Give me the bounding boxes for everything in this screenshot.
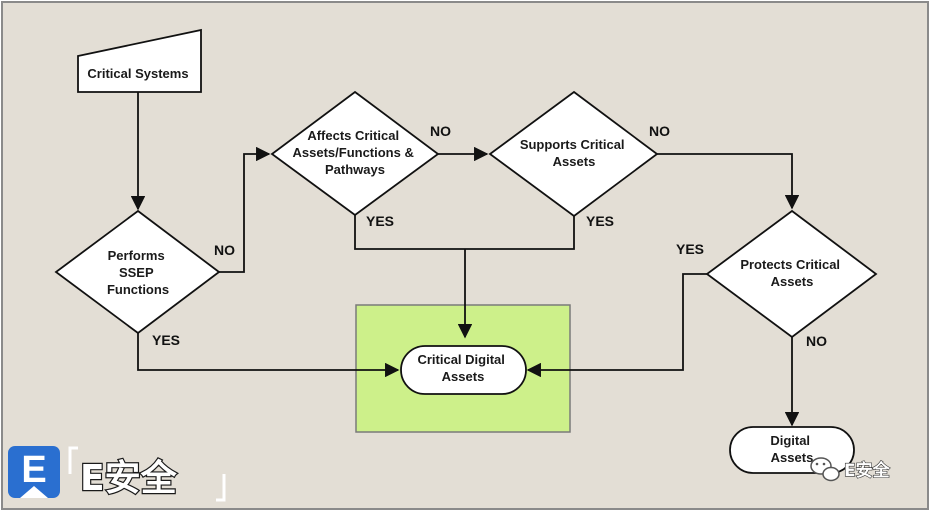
protects-critical-label: Protects Critical Assets [740, 257, 843, 289]
edge-affects-yes [354, 214, 465, 250]
protects-yes-label: YES [676, 241, 704, 257]
affects-critical-label: Affects Critical Assets/Functions & Path… [293, 128, 418, 177]
critical-systems-label: Critical Systems [87, 66, 188, 81]
digital-assets-label: Digital Assets [770, 433, 813, 465]
affects-critical-decision [270, 90, 440, 217]
logo-brand-text: E安全 [80, 457, 178, 499]
logo-bracket-open [68, 446, 78, 474]
edge-performs-yes [137, 333, 400, 378]
connectors [130, 92, 800, 427]
edge-supports-yes [465, 215, 575, 250]
logo-tab-notch [20, 486, 48, 498]
protects-no-label: NO [806, 333, 827, 349]
performs-yes-label: YES [152, 332, 180, 348]
edge-supports-no [657, 153, 800, 210]
logo-blue-square [8, 446, 60, 498]
performs-ssep-label: Performs SSEP Functions [107, 248, 169, 297]
wechat-watermark: E安全 [810, 457, 891, 482]
esecurity-logo-watermark: E E安全 [8, 446, 226, 502]
affects-no-label: NO [430, 123, 451, 139]
logo-letter: E [21, 449, 46, 491]
wechat-account-label: E安全 [844, 460, 891, 481]
performs-no-label: NO [214, 242, 235, 258]
edge-protects-yes [526, 273, 707, 378]
supports-no-label: NO [649, 123, 670, 139]
wechat-icon [810, 457, 840, 482]
critical-systems-node [77, 28, 202, 93]
logo-bracket-close [216, 474, 226, 502]
performs-ssep-decision [54, 209, 221, 335]
affects-yes-label: YES [366, 213, 394, 229]
supports-critical-decision [488, 90, 659, 218]
edge-performs-no [219, 146, 271, 273]
protects-critical-decision [705, 209, 878, 339]
critical-digital-assets-node [400, 345, 527, 395]
supports-critical-label: Supports Critical Assets [520, 137, 628, 169]
supports-yes-label: YES [586, 213, 614, 229]
critical-digital-assets-label: Critical Digital Assets [417, 352, 508, 384]
